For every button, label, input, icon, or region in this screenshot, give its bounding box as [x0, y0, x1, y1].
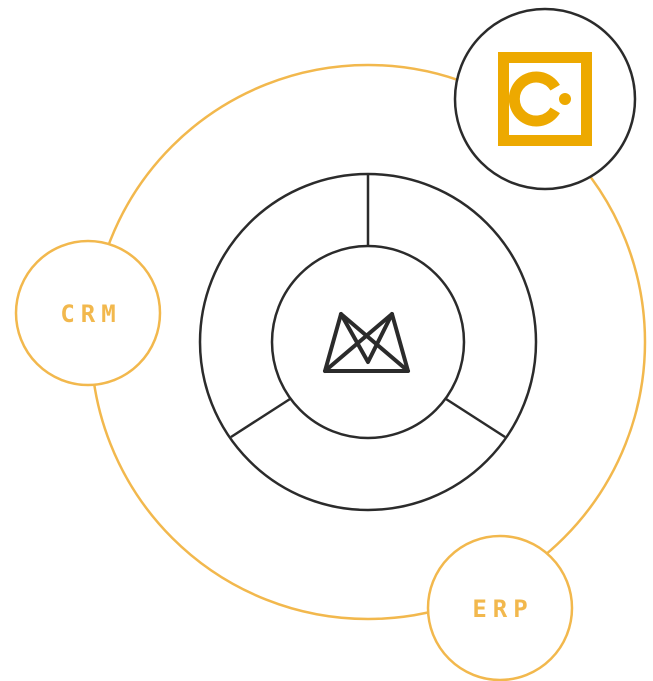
hub-divider-right [445, 397, 506, 439]
hub-inner-ring [270, 244, 466, 440]
crm-node [14, 239, 162, 387]
erp-label: ERP [472, 595, 533, 623]
erp-node [426, 534, 574, 681]
crm-label: CRM [60, 300, 121, 328]
c-square-logo-icon [498, 52, 592, 146]
hub-divider-left [230, 397, 291, 439]
mirrored-m-logo-icon [323, 312, 410, 373]
